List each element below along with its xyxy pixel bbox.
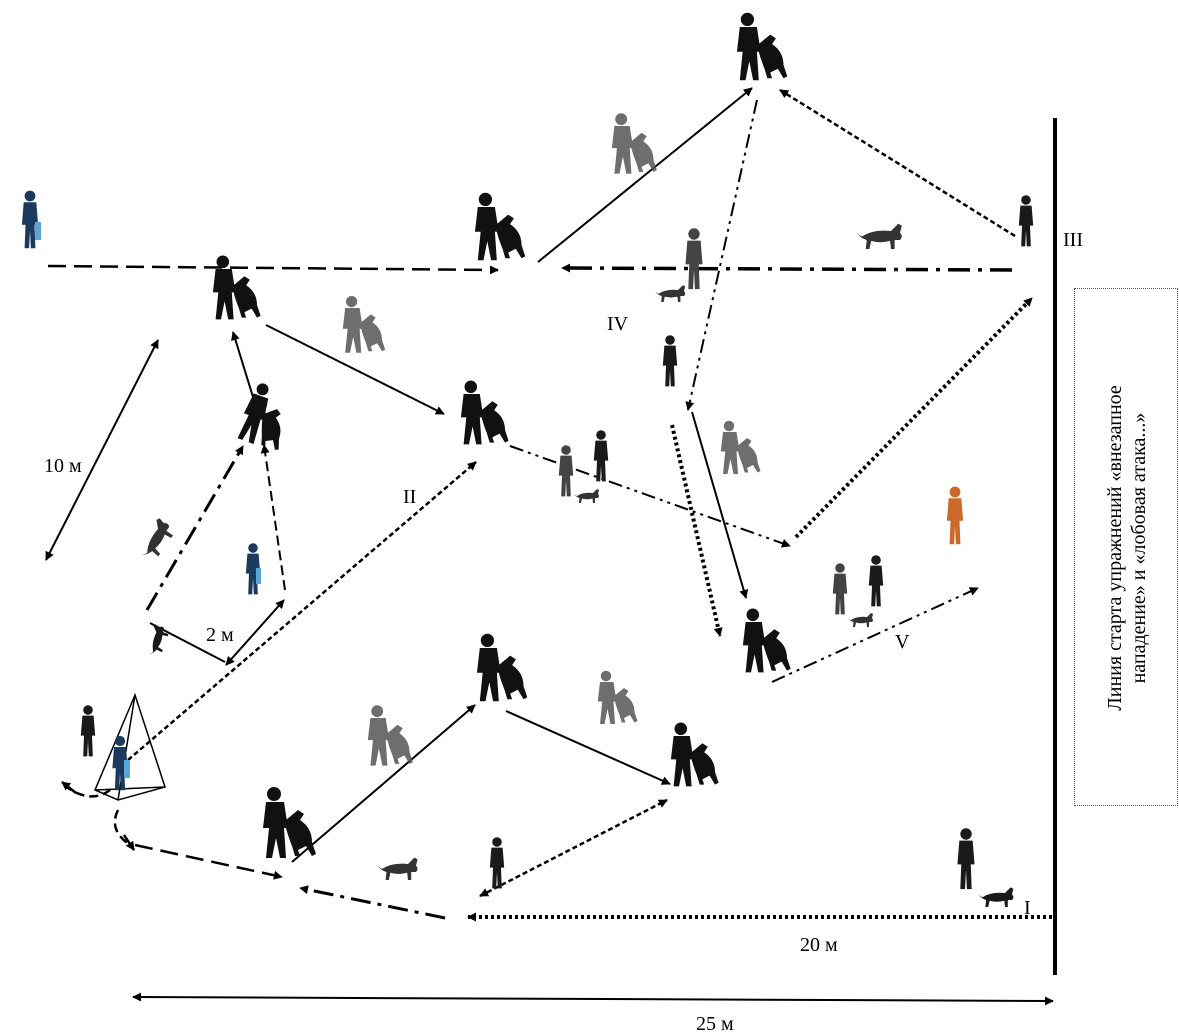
route-iii-dotted xyxy=(779,88,1016,238)
bite-scene-upper-mid-icon xyxy=(474,192,526,261)
dimension-25m-arrow xyxy=(132,992,1054,1006)
sketch-bite-upper-icon xyxy=(611,113,657,174)
route-ii-to-v xyxy=(509,445,791,548)
dog-pair-v-icon xyxy=(848,613,873,627)
helper-iv-icon xyxy=(662,335,678,387)
dimension-2m-arrow xyxy=(225,599,285,666)
label-station-iv: IV xyxy=(607,313,629,335)
route-solid-b xyxy=(505,710,671,785)
route-hide-start xyxy=(61,781,77,794)
handler-i-icon xyxy=(957,828,975,890)
handler-lower-mid-icon xyxy=(489,837,505,889)
bite-scene-lower-mid-icon xyxy=(476,633,528,702)
bite-scene-upper-left-icon xyxy=(212,255,261,320)
dog-iv-icon xyxy=(655,285,686,302)
helper-left-sleeve-icon xyxy=(35,222,41,240)
route-dotted-lower xyxy=(479,798,668,898)
label-station-i: I xyxy=(1024,897,1031,919)
route-left-dashed xyxy=(260,444,286,591)
sketch-bite-iv-icon xyxy=(720,420,761,474)
label-dist-2m: 2 м xyxy=(206,624,234,646)
helper-pair-v-icon xyxy=(868,555,884,607)
route-hide-end xyxy=(122,834,136,851)
start-line-caption-box: Линия старта упражнений «внезапное напад… xyxy=(1074,288,1178,806)
route-ii-dotted xyxy=(127,461,477,761)
handler-iii-icon xyxy=(1018,195,1034,247)
route-left-dashdot xyxy=(145,445,245,611)
label-station-ii: II xyxy=(403,486,416,508)
label-station-v: V xyxy=(895,631,910,653)
handler-pyramid-icon xyxy=(80,705,96,757)
handler-iv-icon xyxy=(685,228,703,290)
dog-sitting-left-icon xyxy=(144,623,171,658)
sketch-bite-lower-right-icon xyxy=(597,670,638,724)
route-top-dashed xyxy=(47,264,499,275)
route-v-dashdot xyxy=(771,587,979,683)
route-i-dashdot xyxy=(299,885,446,920)
dog-pair-mid-icon xyxy=(574,489,599,503)
route-solid-a xyxy=(291,704,476,863)
route-iv-dotted xyxy=(670,424,723,637)
dog-running-lower-icon xyxy=(377,857,418,880)
route-v-to-iii xyxy=(794,296,1034,539)
dog-i-icon xyxy=(978,887,1014,907)
bite-scene-ii-icon xyxy=(460,380,509,445)
dimension-10m-arrow xyxy=(45,339,159,561)
dog-running-top-icon xyxy=(856,223,902,249)
bite-scene-left-icon xyxy=(235,380,299,453)
sketch-bite-lower-icon xyxy=(367,705,413,766)
dog-running-left-icon xyxy=(135,517,177,563)
helper-mid-sleeve-icon xyxy=(256,568,261,584)
orange-figure-icon xyxy=(946,486,964,545)
route-mid-solid xyxy=(265,324,445,415)
bite-scene-v-icon xyxy=(742,608,791,673)
sketch-bite-left-icon xyxy=(342,296,386,353)
helper-pair-mid-icon xyxy=(593,430,609,482)
route-iii-dashdot xyxy=(561,263,1013,273)
helper-pyramid-sleeve-icon xyxy=(124,760,130,778)
route-iv-dashdot xyxy=(685,99,758,411)
bite-scene-top-icon xyxy=(736,12,788,81)
bite-scene-lower-left-icon xyxy=(263,787,316,858)
handler-pair-v-icon xyxy=(832,563,848,615)
route-upper-solid xyxy=(537,87,753,263)
start-line-caption: Линия старта упражнений «внезапное напад… xyxy=(1103,385,1151,711)
start-line-caption-line1: Линия старта упражнений «внезапное xyxy=(1104,385,1127,711)
label-dist-10m: 10 м xyxy=(44,455,82,477)
route-iv-solid xyxy=(691,411,749,599)
pyramid-hide-icon xyxy=(94,692,166,801)
route-hide-dashed xyxy=(63,784,131,847)
label-station-iii: III xyxy=(1063,229,1083,251)
start-line-caption-line2: нападение» и «лобовая атака...» xyxy=(1128,412,1151,684)
label-dist-20m: 20 м xyxy=(800,934,838,956)
bite-scene-lower-right-icon xyxy=(670,722,719,787)
route-hide-to-bite xyxy=(134,843,283,880)
handler-pair-mid-icon xyxy=(558,445,574,497)
label-dist-25m: 25 м xyxy=(696,1013,734,1035)
